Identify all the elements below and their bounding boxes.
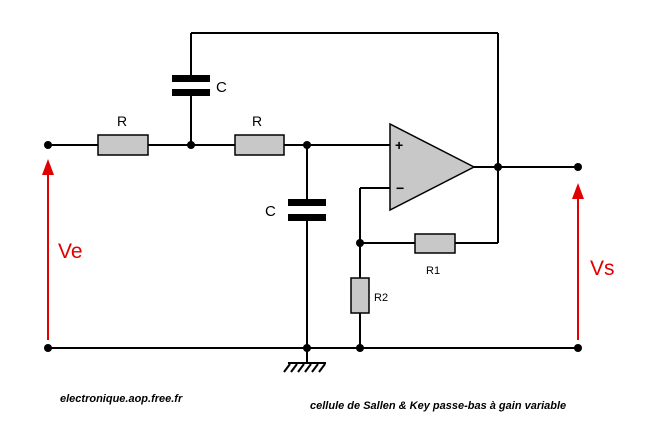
junction-dots <box>44 141 582 352</box>
wires <box>48 32 578 373</box>
capacitor-c-top <box>172 75 210 96</box>
resistor-r1 <box>414 233 456 254</box>
label-r1: R1 <box>426 265 440 277</box>
resistor-r2 <box>350 277 370 314</box>
label-plus-input: + <box>395 137 403 153</box>
footer-caption: cellule de Sallen & Key passe-bas à gain… <box>310 400 566 412</box>
label-r-middle: R <box>252 113 262 129</box>
label-ve: Ve <box>58 240 83 263</box>
capacitor-c-bottom <box>288 199 326 221</box>
vs-arrow <box>572 183 584 340</box>
op-amp-triangle <box>389 122 476 212</box>
label-c-bottom: C <box>265 203 276 220</box>
label-minus-input: − <box>396 180 404 196</box>
resistor-r-middle <box>234 134 285 156</box>
ve-arrow <box>42 159 54 340</box>
footer-site: electronique.aop.free.fr <box>60 393 183 405</box>
label-c-top: C <box>216 79 227 96</box>
label-r2: R2 <box>374 292 388 304</box>
resistor-r-input <box>97 134 149 156</box>
label-vs: Vs <box>590 257 615 280</box>
label-r-input: R <box>117 113 127 129</box>
